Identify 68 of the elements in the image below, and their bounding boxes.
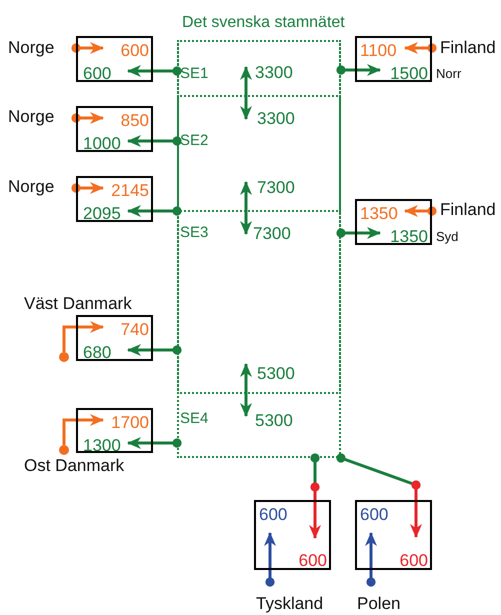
exchange-box	[76, 36, 153, 82]
flow-value: 1000	[83, 135, 121, 152]
zone-label: SE2	[180, 133, 208, 148]
flow-value: 600	[400, 552, 428, 569]
arrow	[264, 532, 276, 587]
country-name: Polen	[357, 595, 400, 612]
flow-value: 600	[259, 506, 288, 523]
country-name: Norge	[8, 108, 54, 125]
flow-value: 600	[120, 42, 149, 59]
arrow	[404, 205, 437, 217]
flow-value: 600	[360, 506, 388, 523]
country-name: Ost Danmark	[24, 457, 124, 474]
start-dot	[59, 352, 69, 362]
flow-value: 740	[120, 321, 149, 338]
arrow	[240, 66, 252, 120]
flow-value: 1350	[360, 205, 398, 222]
arrow	[127, 344, 182, 356]
arrow	[336, 453, 422, 538]
capacity-value: 3300	[255, 64, 293, 81]
zone-label: SE1	[180, 66, 208, 81]
region-name: Syd	[436, 230, 458, 243]
flow-value: 1100	[360, 42, 397, 59]
arrow	[71, 112, 104, 124]
arrow	[127, 135, 182, 147]
arrow	[309, 453, 321, 539]
arrow	[365, 532, 377, 587]
flow-value: 1300	[83, 437, 121, 454]
arrow	[240, 181, 252, 235]
arrow	[404, 42, 437, 54]
capacity-value: 3300	[257, 110, 295, 127]
area-heading: Det svenska stamnätet	[182, 15, 345, 31]
arrow	[127, 205, 182, 217]
arrow	[71, 42, 104, 54]
start-dot	[59, 445, 69, 455]
flow-value: 1350	[390, 228, 428, 245]
flow-value: 850	[120, 112, 149, 129]
capacity-value: 7300	[253, 225, 291, 242]
arrow	[127, 437, 182, 449]
exchange-box	[76, 176, 153, 222]
country-name: Norge	[8, 39, 54, 56]
arrow	[240, 363, 252, 417]
country-name: Finland	[440, 39, 496, 56]
flow-value: 2145	[111, 182, 149, 199]
flow-value: 1700	[111, 414, 149, 431]
zone-label: SE3	[180, 225, 208, 240]
exchange-box	[355, 500, 432, 570]
exchange-box	[76, 106, 153, 152]
flow-value: 600	[83, 65, 112, 82]
flow-value: 680	[83, 344, 112, 361]
country-name: Norge	[8, 178, 54, 195]
country-name: Tyskland	[256, 595, 324, 612]
capacity-value: 7300	[257, 179, 295, 196]
flow-value: 1500	[390, 65, 428, 82]
arrow	[336, 227, 381, 239]
arrow	[62, 321, 104, 352]
capacity-value: 5300	[257, 365, 295, 382]
country-name: Väst Danmark	[24, 295, 132, 312]
flow-value: 600	[298, 552, 327, 569]
region-name: Norr	[436, 67, 462, 80]
arrow	[71, 182, 104, 194]
arrow	[127, 65, 182, 77]
capacity-value: 5300	[255, 412, 293, 429]
zone-label: SE4	[180, 411, 208, 426]
flow-value: 2095	[83, 205, 121, 222]
country-name: Finland	[440, 201, 496, 218]
arrow	[336, 64, 381, 76]
arrow	[62, 414, 104, 445]
exchange-box	[254, 500, 331, 570]
